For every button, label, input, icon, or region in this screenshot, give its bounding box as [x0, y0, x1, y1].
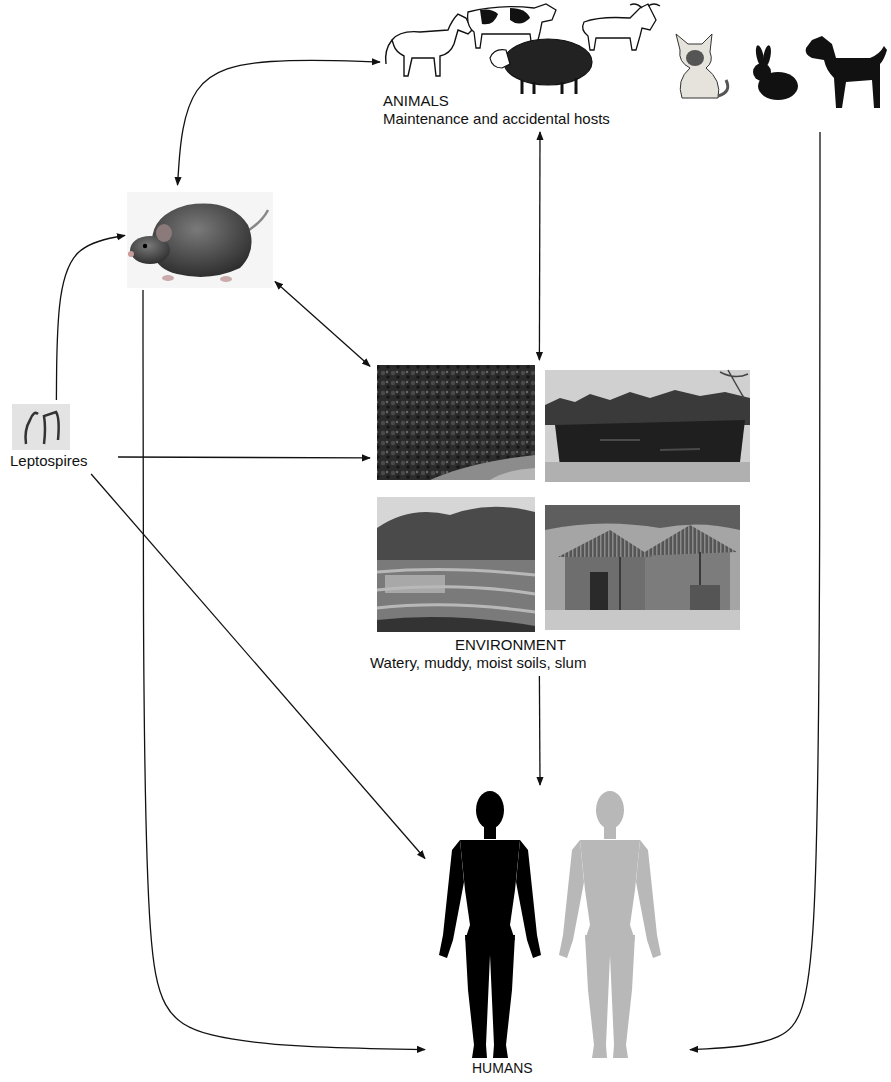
slum-photo — [565, 555, 645, 610]
rat-picture — [152, 204, 252, 277]
pond-photo — [545, 370, 750, 482]
pond-photo — [545, 462, 750, 482]
slum-photo — [545, 610, 740, 630]
cow-drawing — [480, 10, 498, 25]
rice-terrace-photo — [377, 560, 535, 632]
slum-photo — [690, 585, 720, 610]
pond-photo — [545, 370, 750, 482]
environment-group: ENVIRONMENTWatery, muddy, moist soils, s… — [370, 360, 755, 676]
rat-picture — [127, 192, 273, 288]
cat-drawing — [676, 34, 719, 98]
cow-drawing — [510, 8, 530, 24]
slum-photo — [638, 525, 737, 556]
slum-photo — [590, 572, 608, 610]
slum-photo — [620, 552, 700, 610]
transmission-arrow — [275, 282, 370, 367]
rat-picture — [128, 251, 134, 257]
human-figures — [439, 791, 541, 1058]
host-group: ANIMALSMaintenance and accidental hosts — [380, 0, 880, 132]
rat-picture — [220, 276, 232, 282]
vegetation-photo — [377, 365, 535, 480]
rice-terrace-photo — [377, 507, 535, 560]
cat-drawing — [686, 50, 704, 66]
transmission-arrow — [539, 676, 541, 785]
sheep-drawing — [522, 78, 576, 94]
dog-silhouette — [806, 36, 887, 108]
pathogen-label: Leptospires — [6, 452, 118, 470]
pond-photo — [600, 440, 700, 450]
pond-photo — [555, 420, 745, 467]
rice-terrace-photo — [377, 570, 535, 612]
rice-terrace-photo — [377, 617, 535, 632]
vegetation-photo — [377, 365, 535, 480]
goat-drawing — [630, 4, 660, 8]
pond-photo — [545, 390, 750, 425]
leptospira-micrograph — [12, 404, 70, 450]
group-caption: Watery, muddy, moist soils, slum — [370, 654, 755, 672]
horse-drawing — [386, 14, 472, 76]
sheep-drawing — [504, 39, 592, 85]
cat-drawing — [676, 34, 728, 98]
group-heading: ANIMALS — [380, 92, 880, 110]
rice-terrace-photo — [377, 497, 535, 632]
leptospira-micrograph — [12, 404, 70, 450]
dog-silhouette — [806, 36, 887, 108]
sheep-drawing — [490, 50, 510, 68]
human-host: HUMANS — [425, 785, 690, 1079]
sheep-drawing — [490, 39, 592, 94]
vegetation-photo — [490, 468, 535, 480]
slum-photo — [545, 505, 740, 530]
group-caption: Maintenance and accidental hosts — [380, 110, 880, 128]
transmission-arrow — [178, 60, 381, 185]
leptospira-micrograph — [26, 413, 39, 444]
rat-reservoir — [125, 185, 275, 290]
rat-picture — [143, 244, 147, 248]
slum-photo — [558, 530, 652, 557]
vegetation-photo — [430, 455, 535, 480]
transmission-arrow — [690, 132, 820, 1050]
group-heading: HUMANS — [425, 1060, 690, 1077]
rat-picture — [156, 224, 172, 242]
rice-terrace-photo — [377, 497, 535, 632]
slum-photo — [545, 505, 740, 630]
goat-drawing — [583, 4, 656, 50]
human-figures — [439, 791, 661, 1058]
horse-drawing — [386, 40, 392, 64]
rice-terrace-photo — [385, 575, 445, 593]
slum-photo — [545, 505, 740, 630]
transmission-arrow — [56, 235, 125, 400]
group-heading: ENVIRONMENT — [370, 636, 755, 654]
slum-photo — [645, 552, 730, 610]
rabbit-silhouette — [753, 45, 798, 100]
pond-photo — [720, 370, 748, 398]
rat-picture — [127, 192, 273, 288]
pathogen: Leptospires — [6, 400, 118, 474]
horse-drawing — [392, 14, 472, 76]
transmission-arrow — [118, 456, 370, 458]
rabbit-silhouette — [762, 45, 773, 68]
transmission-arrow — [539, 132, 541, 360]
goat-drawing — [583, 4, 660, 50]
human-figures — [559, 791, 661, 1058]
leptospira-micrograph — [44, 412, 59, 444]
rat-picture — [162, 275, 174, 281]
cat-drawing — [718, 80, 728, 96]
